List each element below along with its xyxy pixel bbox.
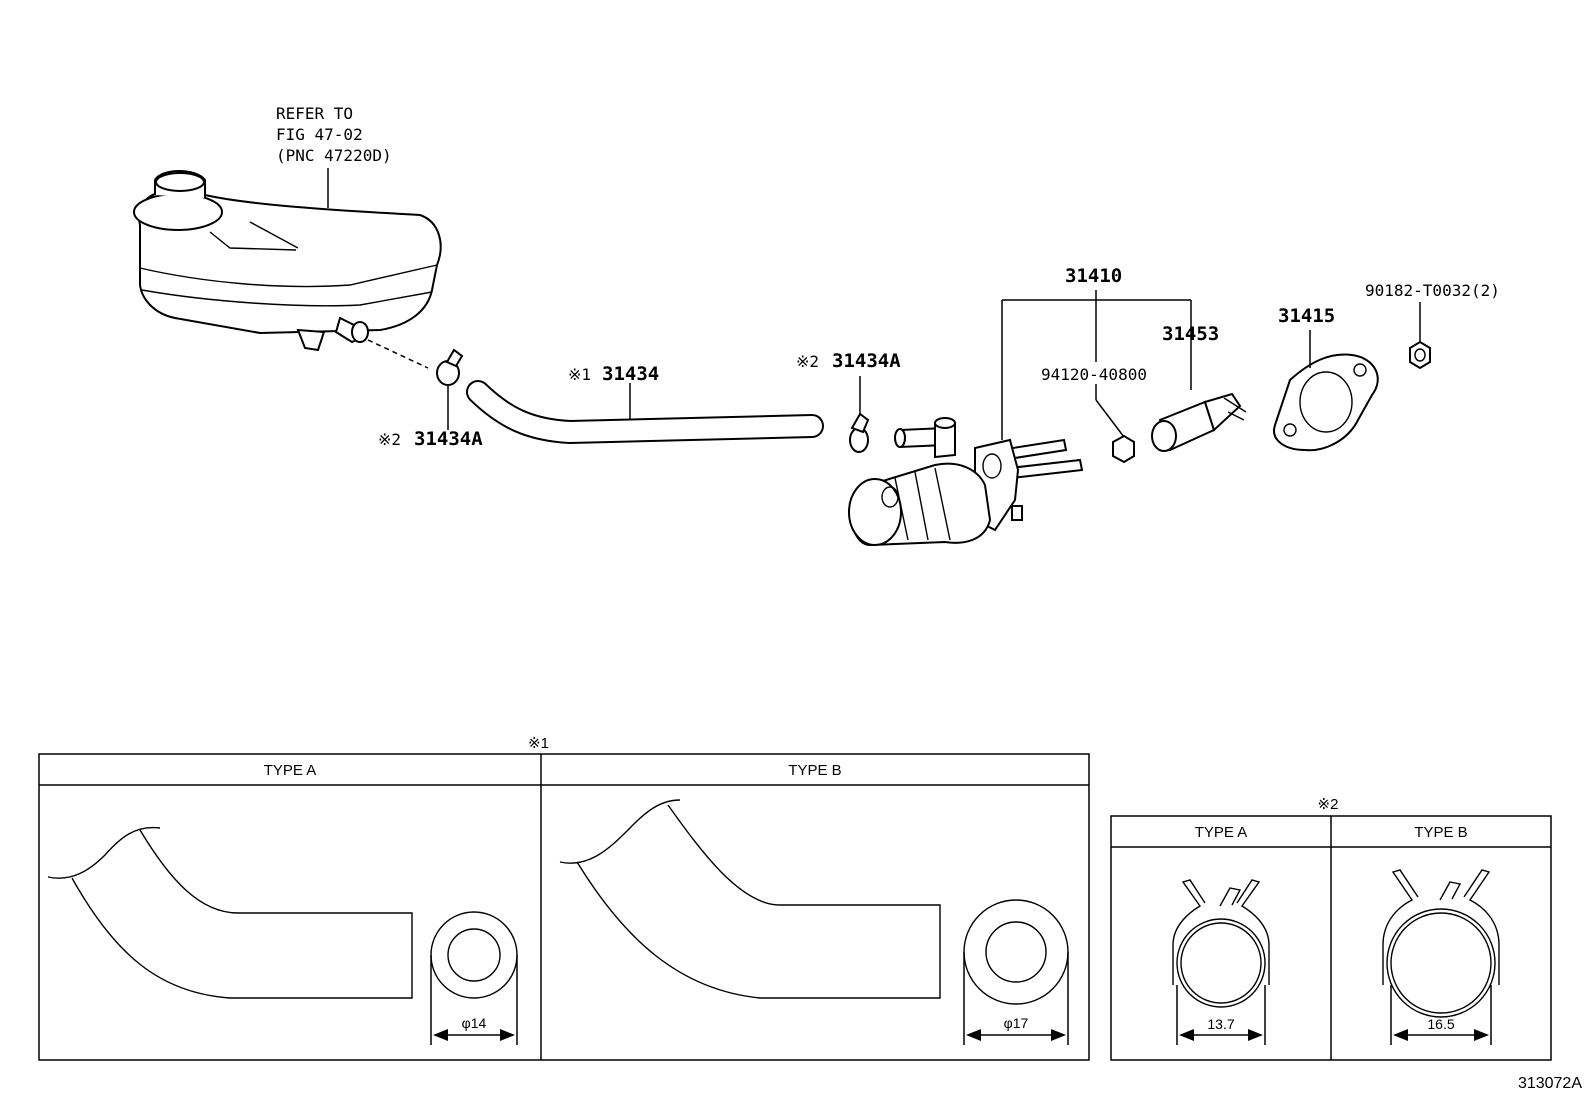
nut-part[interactable] [1409, 340, 1431, 370]
svg-text:FIG 47-02: FIG 47-02 [276, 125, 363, 144]
clutch-master-cylinder[interactable] [848, 417, 1084, 547]
figure-id: 313072A [1518, 1075, 1582, 1092]
push-rod-callout: 31453 [1162, 323, 1219, 345]
clip-type-a-size: 13.7 [1207, 1016, 1234, 1032]
clip-type-b-drawing [1382, 869, 1500, 1045]
hose-callout: 31434 [602, 363, 659, 385]
bolt-callout: 94120-40800 [1041, 365, 1147, 384]
hose-type-b-label: TYPE B [788, 762, 841, 779]
clip-type-table [1110, 815, 1552, 1061]
gasket[interactable] [1273, 353, 1379, 452]
hose-type-table [38, 753, 1090, 1061]
hose-type-b-drawing [559, 799, 1069, 1045]
hose-type-b-diameter: φ17 [1004, 1015, 1029, 1031]
clip-type-a-label: TYPE A [1195, 824, 1248, 841]
reference-note: REFER TO FIG 47-02 (PNC 47220D) [276, 104, 392, 165]
clip-right-callout: 31434A [832, 350, 901, 372]
hose-mark: ※1 [568, 365, 591, 384]
hose-type-a-drawing [47, 826, 518, 1045]
reservoir-tank[interactable] [133, 170, 442, 352]
master-cylinder-bracket [1001, 290, 1192, 440]
bolt-part[interactable] [1112, 434, 1135, 464]
clip-table-mark: ※2 [1318, 796, 1339, 813]
hose-type-a-label: TYPE A [264, 762, 317, 779]
svg-text:(PNC 47220D): (PNC 47220D) [276, 146, 392, 165]
clip-type-b-size: 16.5 [1427, 1016, 1454, 1032]
master-cylinder-callout: 31410 [1065, 265, 1122, 287]
assembly-dashed-line [367, 339, 429, 369]
clip-type-a-drawing [1172, 879, 1270, 1045]
gasket-callout: 31415 [1278, 305, 1335, 327]
hose-table-mark: ※1 [528, 735, 549, 752]
clip-left-mark: ※2 [378, 430, 401, 449]
clip-left-callout: 31434A [414, 428, 483, 450]
clip-right-mark: ※2 [796, 352, 819, 371]
hose-clip-left[interactable] [436, 348, 464, 386]
nut-callout: 90182-T0032(2) [1365, 281, 1500, 300]
push-rod[interactable] [1151, 392, 1247, 452]
svg-text:REFER TO: REFER TO [276, 104, 353, 123]
clip-type-b-label: TYPE B [1414, 824, 1467, 841]
hose-clip-right[interactable] [849, 412, 870, 453]
hose-type-a-diameter: φ14 [462, 1015, 487, 1031]
